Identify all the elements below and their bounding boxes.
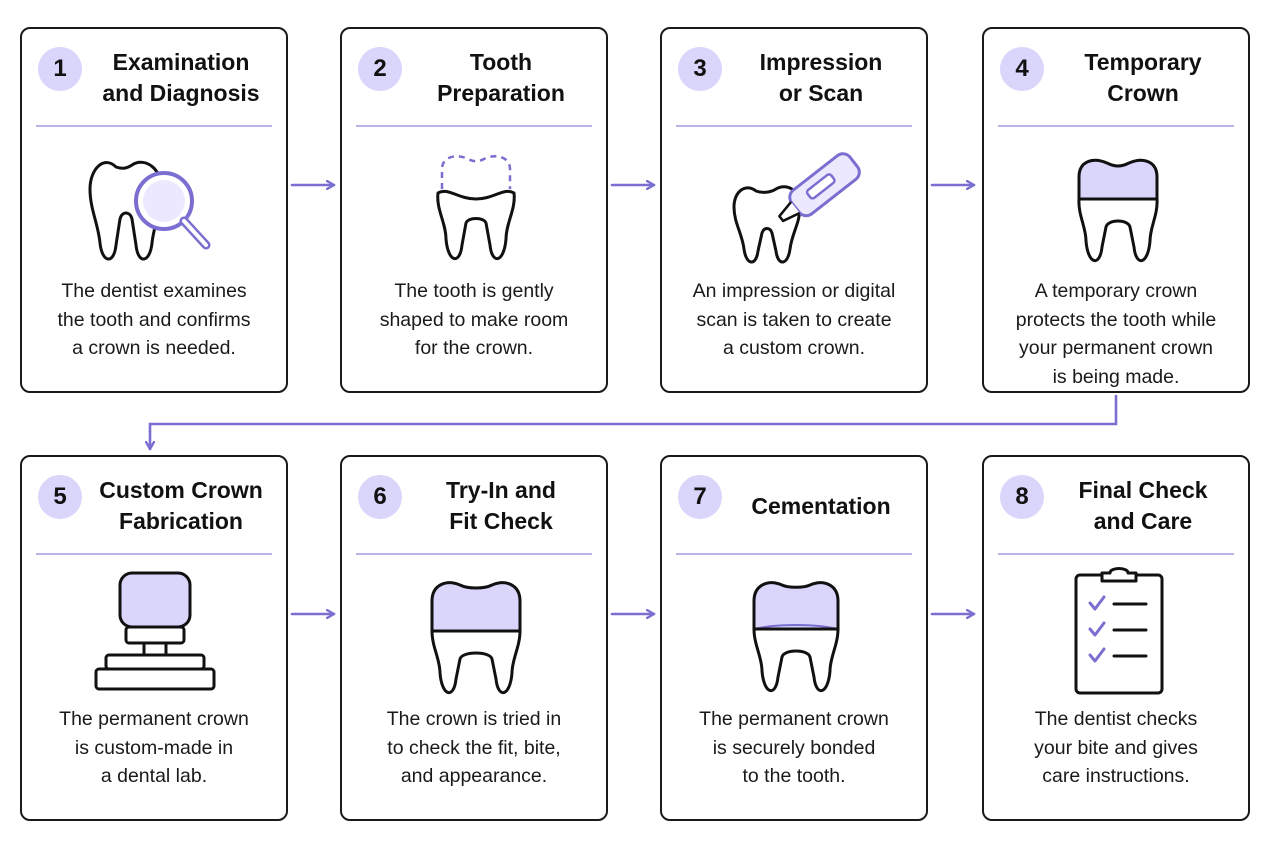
- prepared-tooth-icon: [436, 155, 516, 260]
- step-number-badge: 3: [678, 47, 722, 91]
- step-description: A temporary crown protects the tooth whi…: [1015, 280, 1217, 388]
- step-description: The permanent crown is securely bonded t…: [699, 708, 889, 787]
- step-card-4: 4 Temporary Crown A temporary crown prot…: [982, 27, 1250, 393]
- step-card-3: 3 Impression or Scan An impression or di…: [660, 27, 928, 393]
- step-title: Custom Crown Fabrication: [99, 477, 263, 534]
- step-card-2: 2 Tooth Preparation The tooth is gently …: [340, 27, 608, 393]
- divider: [36, 125, 272, 127]
- divider: [356, 553, 592, 555]
- step-title: Examination and Diagnosis: [102, 49, 260, 106]
- divider: [998, 125, 1234, 127]
- step-description: The dentist checks your bite and gives c…: [1034, 708, 1198, 787]
- clipboard-checklist-icon: [1074, 567, 1164, 695]
- step-title: Impression or Scan: [759, 49, 883, 106]
- milling-machine-icon: [94, 571, 216, 691]
- step-title: Temporary Crown: [1084, 49, 1202, 106]
- step-number-badge: 2: [358, 47, 402, 91]
- step-card-5: 5 Custom Crown Fabrication The permanent…: [20, 455, 288, 821]
- temporary-crown-icon: [1077, 158, 1159, 262]
- scanner-tooth-icon: [732, 152, 861, 264]
- step-title: Tooth Preparation: [437, 49, 565, 106]
- step-description: The crown is tried in to check the fit, …: [386, 708, 562, 787]
- step-title: Try-In and Fit Check: [446, 477, 556, 534]
- step-number-badge: 1: [38, 47, 82, 91]
- step-number-badge: 7: [678, 475, 722, 519]
- step-number-badge: 6: [358, 475, 402, 519]
- step-card-8: 8 Final Check and Care The dentist check…: [982, 455, 1250, 821]
- step-description: The dentist examines the tooth and confi…: [57, 280, 251, 359]
- step-number-badge: 5: [38, 475, 82, 519]
- step-description: The permanent crown is custom-made in a …: [59, 708, 249, 787]
- arrow-4-5: [150, 394, 1118, 451]
- crowned-tooth-icon: [430, 581, 522, 694]
- step-description: The tooth is gently shaped to make room …: [379, 280, 569, 359]
- step-card-7: 7 Cementation The permanent crown is sec…: [660, 455, 928, 821]
- step-description: An impression or digital scan is taken t…: [692, 280, 896, 359]
- divider: [356, 125, 592, 127]
- step-number-badge: 4: [1000, 47, 1044, 91]
- cemented-tooth-icon: [752, 581, 840, 692]
- divider: [36, 553, 272, 555]
- step-title: Cementation: [751, 492, 891, 519]
- step-number-badge: 8: [1000, 475, 1044, 519]
- divider: [676, 553, 912, 555]
- step-card-6: 6 Try-In and Fit Check The crown is trie…: [340, 455, 608, 821]
- step-title: Final Check and Care: [1078, 477, 1208, 534]
- step-card-1: 1 Examination and Diagnosis The dentist …: [20, 27, 288, 393]
- magnifier-tooth-icon: [88, 160, 211, 261]
- divider: [676, 125, 912, 127]
- divider: [998, 553, 1234, 555]
